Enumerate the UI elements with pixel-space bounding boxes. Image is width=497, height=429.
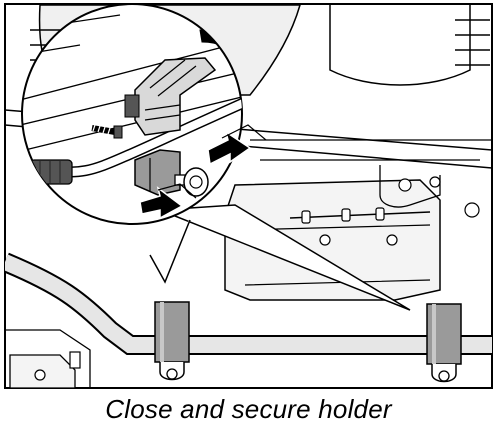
clip-holder-icon (124, 57, 217, 136)
bushing-right (426, 303, 462, 383)
bracket-hole (319, 234, 331, 246)
callout-pointer (159, 204, 411, 311)
bracket-hole (398, 178, 412, 192)
wire-harness-fill (22, 96, 242, 176)
bushing-left (154, 301, 190, 381)
bracket-hole (464, 202, 480, 218)
screw-icon (91, 124, 123, 139)
upper-vent-right (455, 19, 490, 66)
cable-clip (301, 210, 311, 224)
lower-frame (5, 329, 91, 388)
figure-caption: Close and secure holder (105, 394, 392, 424)
lower-bracket-hole (34, 369, 46, 381)
cable-clip (341, 208, 351, 222)
bracket-side (379, 165, 441, 208)
bolt-icon (174, 167, 209, 197)
rear-frame-rail (250, 139, 492, 240)
magnified-detail (21, 3, 243, 225)
stabilizer-bar-fill (5, 254, 492, 353)
callout-pointer-tail (149, 219, 191, 284)
push-arrow-icon (207, 124, 267, 166)
lower-holder (134, 149, 181, 196)
push-arrow-icon (139, 183, 197, 220)
mount-bracket (224, 179, 441, 301)
cable-clip (375, 207, 385, 221)
cable-run (289, 211, 431, 219)
bracket-hole (429, 176, 441, 188)
bracket-hole (386, 234, 398, 246)
upper-panel-right (329, 5, 471, 86)
lower-bolt (69, 351, 81, 369)
